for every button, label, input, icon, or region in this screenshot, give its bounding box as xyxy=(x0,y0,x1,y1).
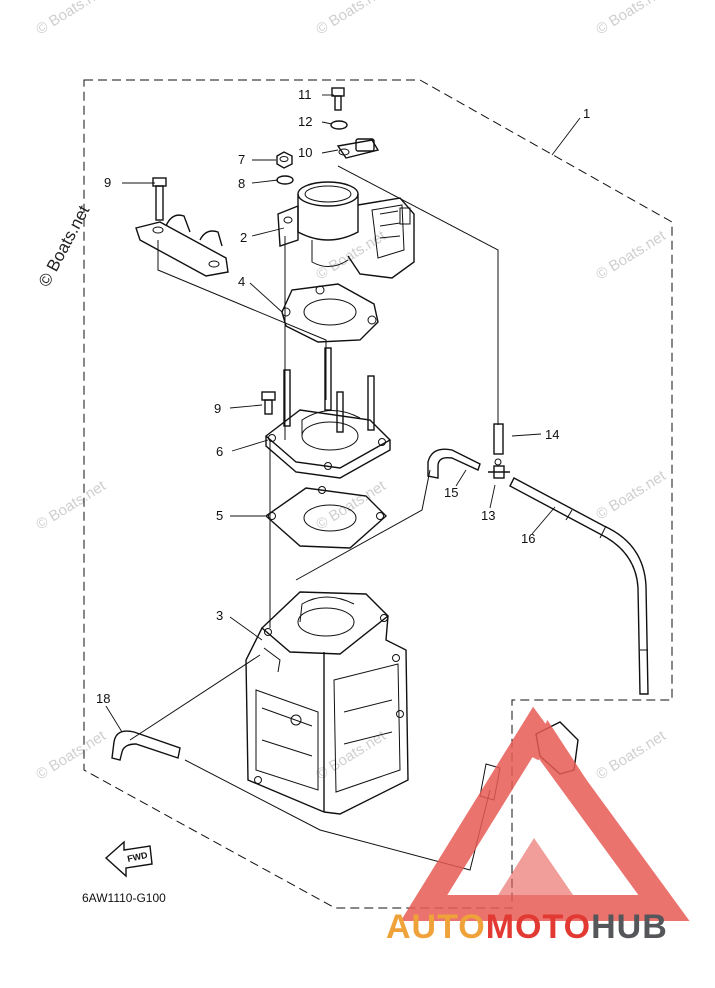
triangle-logo-icon xyxy=(400,706,690,921)
callout-18: 18 xyxy=(96,691,110,706)
intake-manifold-3 xyxy=(245,591,409,815)
brand-part-hub: HUB xyxy=(591,908,668,946)
callout-6: 6 xyxy=(216,444,223,459)
nut-7 xyxy=(276,151,293,169)
fwd-label: FWD xyxy=(126,850,149,864)
hose-16 xyxy=(509,477,649,695)
watermark: © Boats.net xyxy=(593,0,669,38)
watermark: © Boats.net xyxy=(33,727,109,784)
joint-13 xyxy=(488,458,510,479)
gasket-5 xyxy=(264,486,388,549)
hose-18 xyxy=(111,730,181,761)
watermark: © Boats.net xyxy=(313,0,389,38)
callout-3: 3 xyxy=(216,608,223,623)
brand-part-auto: AUTO xyxy=(386,908,486,946)
callout-2: 2 xyxy=(240,230,247,245)
callout-15: 15 xyxy=(444,485,458,500)
brand-wordmark: AUTOMOTOHUB xyxy=(386,908,668,946)
bolt-9-lower xyxy=(261,391,276,415)
gasket-4 xyxy=(281,283,379,343)
watermarks: © Boats.net © Boats.net © Boats.net © Bo… xyxy=(33,0,669,783)
callout-9-upper: 9 xyxy=(104,175,111,190)
assembly-outline xyxy=(83,79,673,909)
side-watermark: © Boats.net xyxy=(35,202,94,290)
washer-12 xyxy=(330,120,348,130)
callout-9-lower: 9 xyxy=(214,401,221,416)
fwd-arrow-icon: FWD xyxy=(104,840,153,878)
flange-6 xyxy=(264,409,392,479)
callout-16: 16 xyxy=(521,531,535,546)
callout-4: 4 xyxy=(238,274,245,289)
callout-11: 11 xyxy=(298,87,312,102)
bolt-11 xyxy=(331,87,345,111)
callout-13: 13 xyxy=(481,508,495,523)
pipe-14 xyxy=(493,423,504,455)
callout-labels: 1 2 3 4 5 6 7 8 9 9 10 11 12 13 14 15 16… xyxy=(96,87,590,706)
hose-15 xyxy=(427,448,481,479)
bracket xyxy=(135,214,229,277)
watermark: © Boats.net xyxy=(33,477,109,534)
brand-part-moto: MOTO xyxy=(486,908,591,946)
callout-10: 10 xyxy=(298,145,312,160)
washer-8 xyxy=(276,175,294,185)
callout-5: 5 xyxy=(216,508,223,523)
callout-14: 14 xyxy=(545,427,559,442)
callout-1: 1 xyxy=(583,106,590,121)
throttle-body-2 xyxy=(277,181,415,279)
alignment-lines xyxy=(129,165,499,871)
watermark: © Boats.net xyxy=(593,727,669,784)
callout-8: 8 xyxy=(238,176,245,191)
studs xyxy=(283,347,375,433)
watermark: © Boats.net xyxy=(593,467,669,524)
watermark: © Boats.net xyxy=(33,0,109,38)
bolt-9-upper xyxy=(152,177,167,221)
watermark: © Boats.net xyxy=(593,227,669,284)
sensor-10 xyxy=(336,138,380,159)
diagram-code: 6AW1110-G100 xyxy=(82,891,166,905)
callout-7: 7 xyxy=(238,152,245,167)
callout-12: 12 xyxy=(298,114,312,129)
